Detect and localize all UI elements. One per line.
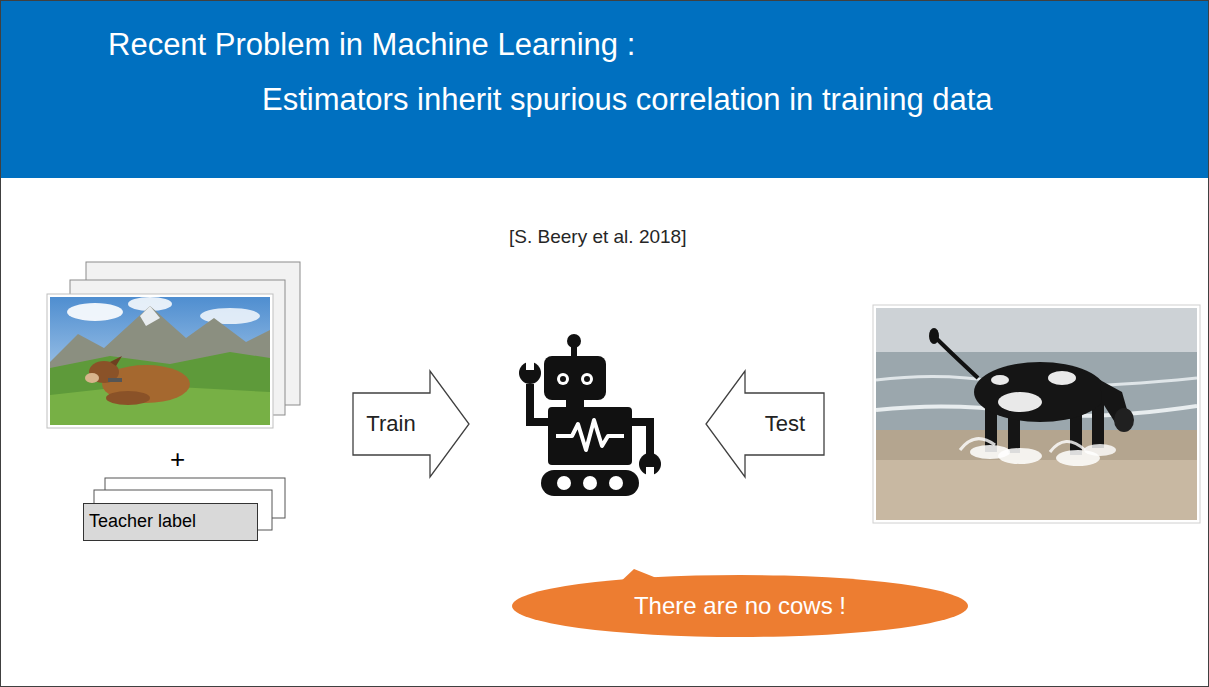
cow-collar (108, 378, 122, 382)
photo-frame (47, 294, 273, 428)
node-text: There are no cows ! (634, 592, 846, 621)
block-arrow (706, 371, 824, 477)
plus-sign: + (170, 444, 185, 475)
title-spacer (108, 72, 262, 127)
test-arrow: Test (705, 370, 825, 478)
title-spacer (683, 17, 1198, 72)
spray (960, 439, 1085, 452)
robot-arm (530, 384, 548, 422)
cow-head (1114, 408, 1134, 432)
robot-tracks (541, 470, 639, 496)
robot-wrench-jaw (646, 467, 654, 477)
cow-patch (998, 392, 1042, 412)
splash (1084, 444, 1116, 456)
sky (876, 308, 1197, 520)
slide-title-block: Recent Problem in Machine Learning : Est… (108, 17, 1198, 127)
grass (50, 352, 270, 425)
robot-eye (581, 373, 593, 385)
robot-neck (566, 399, 584, 408)
robot-wheel (557, 476, 571, 490)
robot-arm (632, 422, 650, 454)
robot-antenna (567, 334, 581, 348)
robot-wheel (583, 476, 597, 490)
cow-muzzle (85, 373, 99, 383)
robot-icon (519, 334, 661, 496)
robot-head (544, 356, 606, 400)
sky (50, 297, 270, 425)
card-outline (84, 504, 258, 541)
cow-leg (106, 391, 150, 405)
cloud (67, 303, 123, 321)
test-photo (873, 305, 1200, 523)
block-arrow (353, 371, 469, 477)
node-text: Teacher label (89, 511, 196, 533)
training-photo-stack (47, 262, 300, 428)
cow-tail (936, 338, 978, 378)
cow-patch (991, 375, 1009, 385)
node-text: Train (366, 411, 415, 437)
photo-frame (873, 305, 1200, 523)
bubble-ellipse (512, 575, 968, 637)
node-text: Test (765, 411, 805, 437)
cow-on-grass-photo (50, 297, 270, 425)
cow-patch (1048, 371, 1076, 385)
citation: [S. Beery et al. 2018] (509, 226, 686, 249)
cow-body (974, 362, 1106, 422)
robot-wrench-jaw (526, 360, 534, 370)
cow-tail-tuft (929, 328, 939, 344)
sand (876, 430, 1197, 520)
robot-heartbeat (556, 420, 624, 450)
cow-on-beach-photo (876, 308, 1197, 520)
robot-pupil (584, 376, 590, 382)
splash (998, 448, 1042, 464)
train-arrow: Train (352, 370, 470, 478)
slide-title: Recent Problem in Machine Learning : Est… (108, 27, 993, 117)
robot-wheel (609, 476, 623, 490)
cow-ear (110, 356, 122, 366)
sea (876, 352, 1197, 432)
label-card: Teacher label (83, 503, 258, 541)
speech-bubble: There are no cows ! (512, 575, 968, 637)
robot-eye (557, 373, 569, 385)
robot-body (548, 407, 632, 465)
robot-pupil (560, 376, 566, 382)
header-band (0, 0, 1209, 178)
snow (140, 306, 160, 326)
